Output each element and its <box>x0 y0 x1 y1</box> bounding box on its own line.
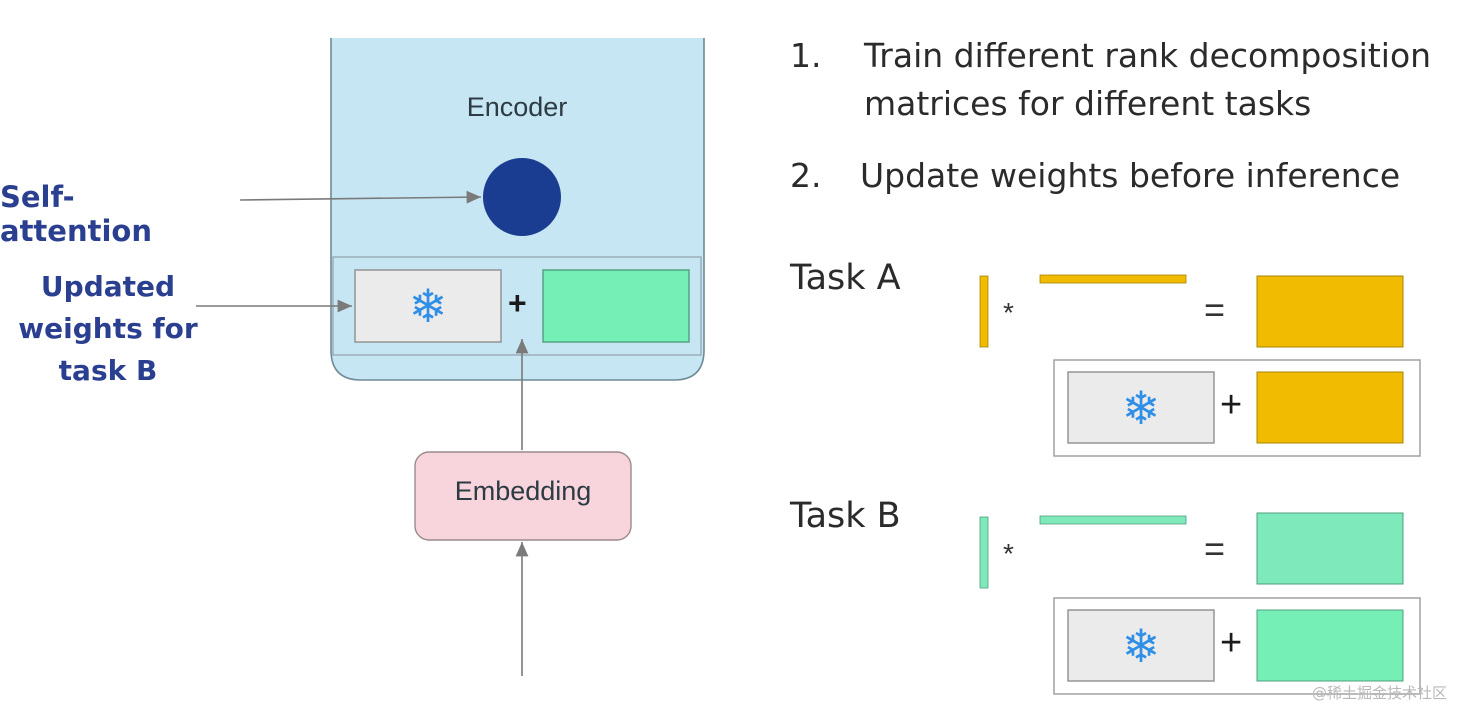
snowflake-icon: ❄ <box>1121 381 1161 435</box>
step-2-text: Update weights before inference <box>860 156 1401 195</box>
task-a-equals-sign: = <box>1204 289 1226 330</box>
encoder-plus-sign: + <box>508 285 527 321</box>
step-1-line-2: matrices for different tasks <box>864 84 1312 123</box>
task-b-equals-sign: = <box>1204 528 1226 569</box>
self-attention-label: Self-attention <box>0 180 152 248</box>
task-a-frozen-box <box>1067 371 1215 444</box>
frozen-weights-box <box>354 269 502 343</box>
task-a-matrix-a-bar <box>1039 274 1187 284</box>
snowflake-icon: ❄ <box>408 279 448 333</box>
embedding-label: Embedding <box>454 476 592 506</box>
updated-weights-line-3: task B <box>58 354 158 387</box>
step-2-number: 2. <box>790 156 822 195</box>
task-b-multiply-sign: * <box>1003 538 1014 569</box>
task-a-matrix-b-bar <box>979 275 989 348</box>
step-1-line-1: Train different rank decomposition <box>864 36 1432 75</box>
self-attention-arrow <box>239 190 482 204</box>
updated-weights-line-1: Updated <box>40 270 176 303</box>
task-b-update-box <box>1256 609 1404 682</box>
task-a-plus-sign: + <box>1220 384 1243 426</box>
task-b-plus-sign: + <box>1220 622 1243 664</box>
task-b-update-box <box>542 269 690 343</box>
updated-weights-label: Updated weights for task B <box>0 266 216 392</box>
updated-weights-line-2: weights for <box>18 312 198 345</box>
encoder-label: Encoder <box>466 92 568 122</box>
task-a-multiply-sign: * <box>1003 297 1014 328</box>
step-1-text: Train different rank decomposition matri… <box>864 32 1474 128</box>
task-a-label: Task A <box>790 258 901 298</box>
task-b-frozen-box <box>1067 609 1215 682</box>
task-a-result-box <box>1256 275 1404 348</box>
task-b-matrix-a-bar <box>1039 515 1187 525</box>
self-attention-circle <box>483 158 561 236</box>
task-a-update-box <box>1256 371 1404 444</box>
task-b-matrix-b-bar <box>979 516 989 589</box>
task-b-label: Task B <box>790 496 901 536</box>
task-b-result-box <box>1256 512 1404 585</box>
watermark: @稀土掘金技术社区 <box>1312 684 1448 702</box>
embedding-box <box>414 451 632 541</box>
step-1-number: 1. <box>790 36 822 75</box>
snowflake-icon: ❄ <box>1121 619 1161 673</box>
